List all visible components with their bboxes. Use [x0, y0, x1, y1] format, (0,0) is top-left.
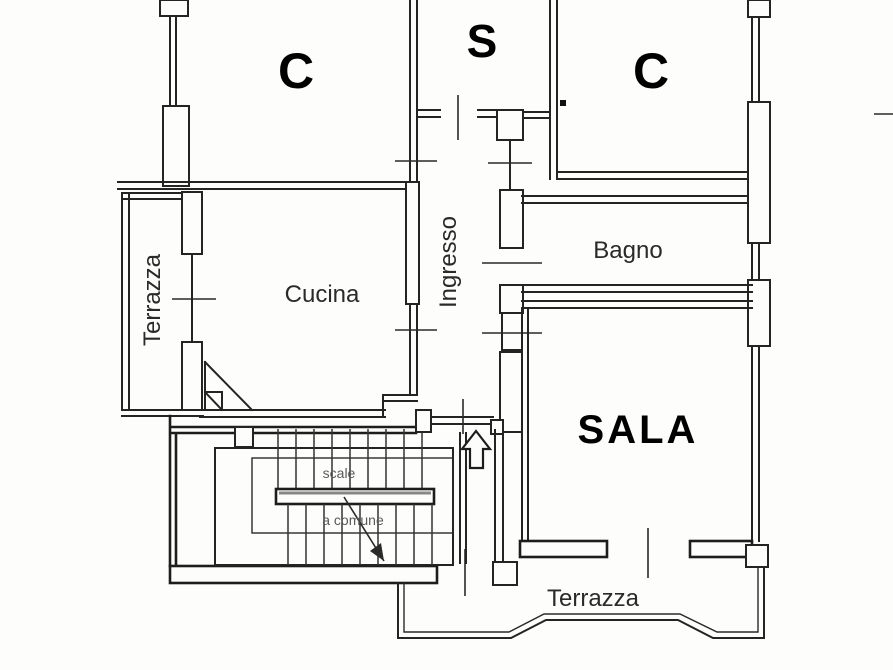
- bathroom: [521, 195, 753, 293]
- wall-pillar: [496, 109, 524, 141]
- wall-notch: [234, 426, 254, 448]
- wall-right-upper: [751, 16, 760, 103]
- wall-right: [549, 0, 558, 180]
- label-room-s: S: [467, 15, 498, 67]
- stair-landing-bar: [274, 487, 436, 506]
- wall-top: [521, 300, 753, 309]
- stair-treads-lower: [287, 504, 433, 565]
- hall-right-wall: [482, 189, 542, 433]
- wall-pillar: [499, 189, 524, 249]
- entrance-up-arrow-icon: [459, 429, 493, 470]
- wall-right: [751, 345, 760, 542]
- wall-pillar: [181, 341, 203, 411]
- labels: C S C Terrazza Cucina Ingresso Bagno SAL…: [139, 15, 699, 612]
- hallway-top-wall: [117, 181, 411, 190]
- wall-pillar: [415, 409, 432, 433]
- fixture-diagonal: [203, 390, 224, 412]
- wall-bottom-left-segment: [518, 539, 609, 559]
- terrace-inner-edge: [403, 567, 759, 633]
- bathroom-walls: [521, 195, 753, 293]
- label-bathroom: Bagno: [593, 237, 662, 264]
- terrace-walls: [121, 192, 204, 417]
- label-room-c-left: C: [278, 43, 314, 99]
- door-ticks: [482, 262, 542, 334]
- corner-block: [492, 561, 518, 586]
- wall-pillar: [181, 191, 203, 255]
- entrance-vestibule: [415, 399, 504, 564]
- label-terrace-bottom: Terrazza: [547, 585, 640, 612]
- wall-dot: [560, 100, 566, 106]
- terrace-bottom: [397, 566, 765, 639]
- stair-direction-arrowhead: [370, 543, 384, 561]
- stairwell: [168, 414, 518, 596]
- wall-right: [494, 429, 504, 563]
- window-glass: [751, 242, 760, 281]
- kitchen: [199, 181, 437, 418]
- wall-bottom: [199, 394, 418, 418]
- label-kitchen: Cucina: [285, 281, 360, 308]
- terrace-left: [121, 191, 216, 417]
- wall-bottom-right-segment: [688, 539, 754, 559]
- wall-bottom: [416, 109, 551, 119]
- window-box: [162, 105, 190, 187]
- wall-pillar: [499, 284, 524, 314]
- label-terrace-left: Terrazza: [139, 253, 166, 346]
- wall-pillar: [501, 312, 523, 351]
- window-box: [159, 0, 189, 17]
- label-living-room: SALA: [578, 408, 699, 452]
- wall-right: [409, 303, 418, 396]
- terrace-outer-edge: [397, 566, 765, 639]
- stairwell-outer-walls: [168, 414, 418, 568]
- stairwell-bottom-wall: [168, 564, 439, 585]
- wall-left: [169, 15, 177, 109]
- wall-left: [521, 307, 529, 542]
- wall-pillar: [747, 279, 771, 347]
- wall-left: [459, 432, 467, 564]
- room-upper-left: [159, 0, 437, 187]
- window-box: [747, 101, 771, 244]
- label-hall: Ingresso: [435, 216, 462, 308]
- stairwell-inner-box-2: [251, 457, 454, 534]
- wall-bottom: [556, 171, 749, 180]
- room-upper-right: [556, 0, 893, 347]
- wall-pillar: [490, 419, 504, 435]
- corner-block: [745, 544, 769, 568]
- wall-pillar: [405, 181, 420, 305]
- wall-right: [409, 0, 418, 183]
- room-upper-middle: [416, 0, 566, 191]
- stair-treads-upper: [277, 429, 423, 490]
- living-room: [518, 300, 769, 578]
- label-stairs-note: a comune: [322, 512, 384, 528]
- label-room-c-right: C: [633, 43, 669, 99]
- window-box: [747, 0, 771, 18]
- label-stairs: scale: [323, 465, 356, 481]
- entrance-top-wall: [426, 416, 494, 425]
